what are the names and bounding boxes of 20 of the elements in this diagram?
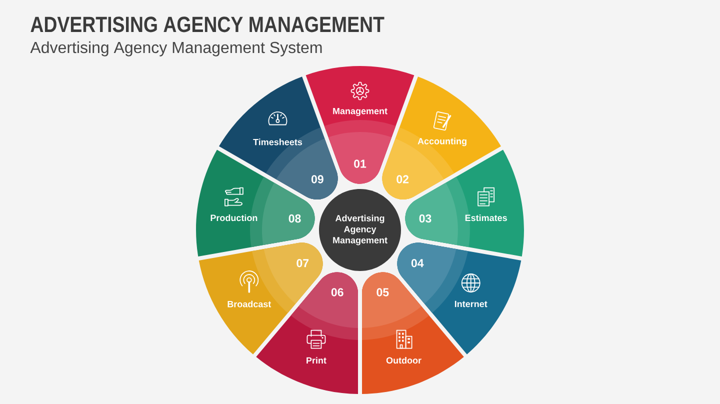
segment-label: Internet <box>454 300 488 308</box>
segment-label: Management <box>333 108 388 116</box>
segment-label: Production <box>210 214 258 222</box>
step-number: 03 <box>419 214 432 223</box>
step-number: 07 <box>296 259 309 268</box>
step-number: 04 <box>411 259 424 268</box>
segment-label: Broadcast <box>228 300 272 308</box>
segment-label: Timesheets <box>253 138 302 146</box>
step-number: 05 <box>376 288 389 296</box>
step-number: 02 <box>396 175 409 184</box>
step-number: 09 <box>311 175 324 184</box>
segment-label: Estimates <box>465 214 507 222</box>
step-number: 08 <box>288 214 301 223</box>
segment-label: Accounting <box>418 138 466 146</box>
title: ADVERTISING AGENCY MANAGEMENT <box>30 16 384 32</box>
step-number: 06 <box>331 288 344 296</box>
subtitle: Advertising Agency Management System <box>30 41 322 56</box>
step-number: 01 <box>354 160 366 168</box>
segment-label: Outdoor <box>386 356 422 364</box>
segment-label: Print <box>306 356 326 364</box>
